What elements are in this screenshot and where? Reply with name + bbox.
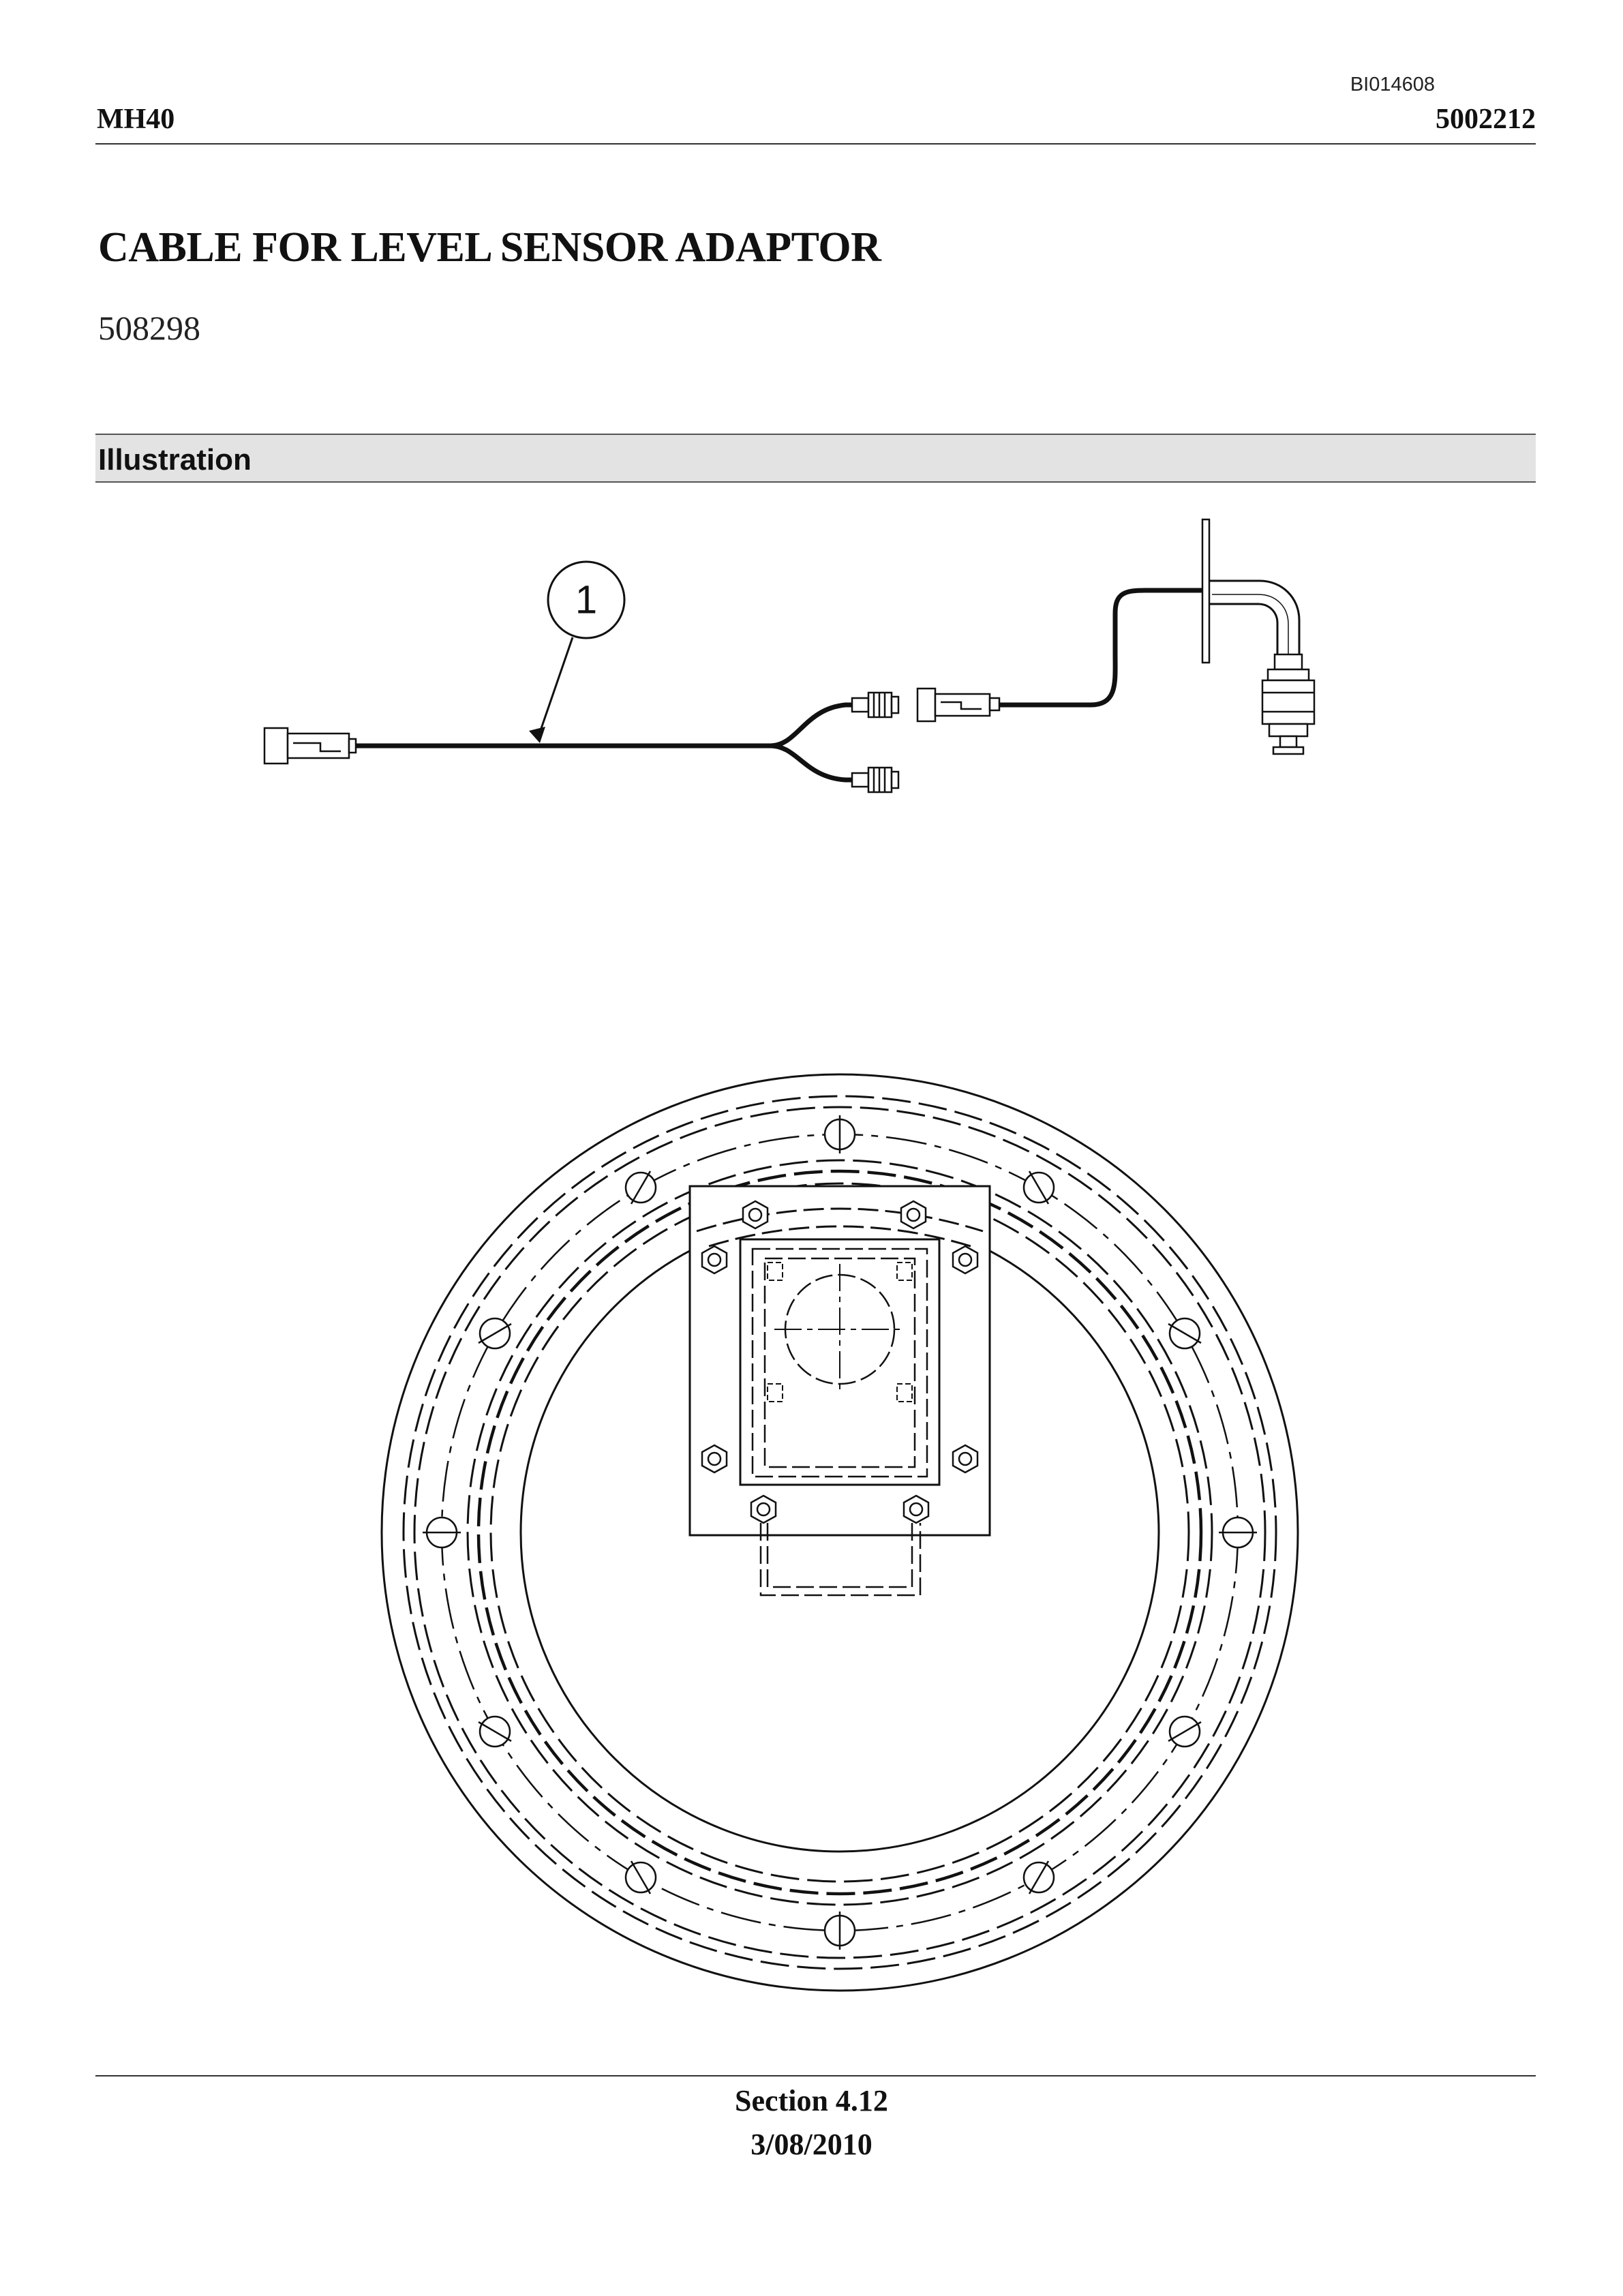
bolt-hole xyxy=(478,1317,512,1350)
branch-cable xyxy=(770,743,852,783)
hex-nut xyxy=(750,1494,777,1524)
hidden-ring-4 xyxy=(476,1169,1203,1896)
bolt-hole xyxy=(624,1860,657,1894)
hex-nut xyxy=(952,1245,979,1275)
housing-hidden-outline xyxy=(751,1248,928,1478)
housing-hidden-outline xyxy=(763,1257,916,1468)
footer-date: 3/08/2010 xyxy=(750,2128,873,2161)
flange-outer-edge xyxy=(380,1073,1299,1992)
bolt-hole xyxy=(823,1115,856,1153)
hidden-ring-1 xyxy=(402,1095,1277,1970)
hex-nut xyxy=(900,1200,927,1230)
sensor-cable xyxy=(999,588,1205,708)
bolt-hole xyxy=(1022,1170,1055,1205)
hex-nut xyxy=(952,1444,979,1474)
page-title: CABLE FOR LEVEL SENSOR ADAPTOR xyxy=(98,224,881,271)
bolt-hole xyxy=(1219,1516,1257,1549)
hex-nut xyxy=(742,1200,769,1230)
hidden-ring-2 xyxy=(413,1106,1266,1959)
bolt-hole xyxy=(624,1170,657,1205)
hidden-ring-3 xyxy=(466,1159,1213,1906)
plate-nuts xyxy=(701,1200,979,1524)
callout-number: 1 xyxy=(575,578,597,622)
header-model: MH40 xyxy=(97,104,175,135)
main-cable xyxy=(356,702,852,749)
hidden-arc-on-plate xyxy=(708,1225,971,1248)
bolt-hole xyxy=(1168,1317,1202,1350)
header-divider xyxy=(95,143,1536,145)
section-heading-bar: Illustration xyxy=(95,434,1536,483)
part-number: 508298 xyxy=(98,309,200,347)
bolt-hole xyxy=(1168,1715,1202,1748)
bolt-holes xyxy=(423,1115,1257,1950)
cable-assembly: 1 xyxy=(263,518,1316,794)
bolt-hole xyxy=(823,1912,856,1950)
hidden-arc-on-plate xyxy=(696,1207,984,1233)
bolt-hole xyxy=(1022,1860,1055,1894)
branch-connector-upper xyxy=(851,691,900,719)
left-connector xyxy=(263,727,357,765)
branch-connector-lower xyxy=(851,766,900,794)
header-doc-number: 5002212 xyxy=(1436,104,1536,135)
hidden-ring-5 xyxy=(489,1182,1190,1883)
hex-nut xyxy=(701,1245,728,1275)
sensor-tube xyxy=(1209,579,1301,654)
footer-divider xyxy=(95,2075,1536,2076)
flange-drawing xyxy=(380,1073,1299,1992)
bolt-hole xyxy=(478,1715,512,1748)
level-sensor-float xyxy=(1261,653,1316,755)
sensor-connector xyxy=(916,687,1001,723)
hidden-bracket xyxy=(759,1523,922,1597)
bolt-hole xyxy=(423,1516,461,1549)
section-heading: Illustration xyxy=(98,443,252,477)
document-code: BI014608 xyxy=(1350,74,1435,95)
mounting-plate xyxy=(1201,518,1211,664)
hex-nut xyxy=(902,1494,930,1524)
hex-nut xyxy=(701,1444,728,1474)
footer-section: Section 4.12 xyxy=(735,2084,888,2117)
callout-bubble: 1 xyxy=(529,560,626,743)
